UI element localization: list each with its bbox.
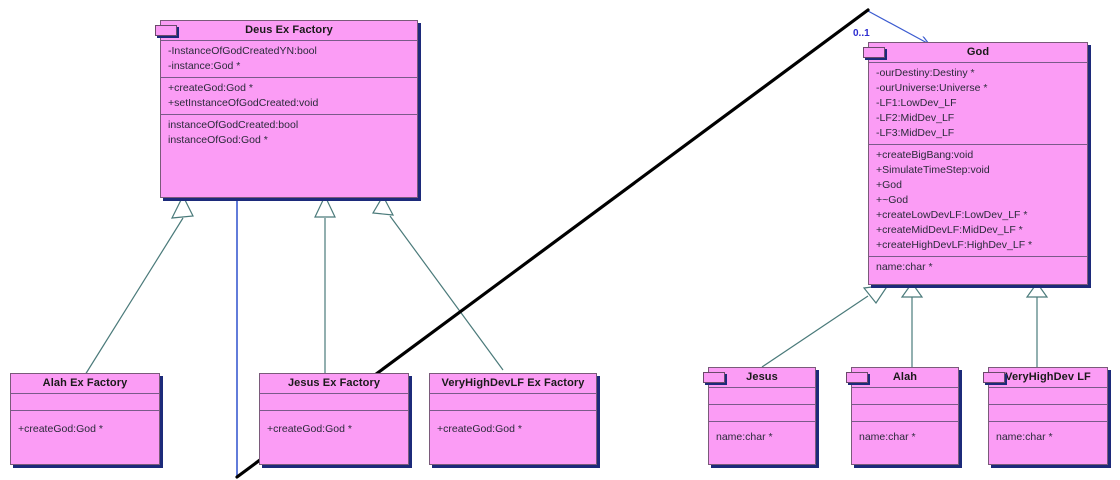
operations-compartment-veryhighdev-lf — [989, 405, 1107, 422]
operation-row: +setInstanceOfGodCreated:void — [168, 97, 319, 109]
extra-row: name:char * — [996, 431, 1053, 443]
class-tab-icon — [983, 372, 1005, 383]
extra-compartment-deus-ex-factory: instanceOfGodCreated:bool instanceOfGod:… — [161, 115, 417, 151]
attributes-compartment-jesus — [709, 388, 815, 405]
operation-row: +createBigBang:void — [876, 149, 974, 161]
class-box-veryhighdevlf-ex-factory[interactable]: VeryHighDevLF Ex Factory +createGod:God … — [429, 373, 597, 465]
attribute-row: -LF2:MidDev_LF — [876, 112, 955, 124]
attribute-row: -InstanceOfGodCreatedYN:bool — [168, 45, 317, 57]
attribute-row: -ourUniverse:Universe * — [876, 82, 988, 94]
operations-compartment-deus-ex-factory: +createGod:God * +setInstanceOfGodCreate… — [161, 78, 417, 115]
class-tab-icon — [155, 25, 177, 36]
class-title-veryhighdevlf-ex-factory: VeryHighDevLF Ex Factory — [430, 374, 596, 394]
operation-row: +SimulateTimeStep:void — [876, 164, 990, 176]
attributes-compartment-jesus-ex-factory — [260, 394, 408, 411]
extra-compartment-alah: name:char * — [852, 422, 958, 448]
class-tab-icon — [863, 47, 885, 58]
class-title-god: God — [869, 43, 1087, 63]
operations-compartment-god: +createBigBang:void +SimulateTimeStep:vo… — [869, 145, 1087, 257]
generalization-jesus — [761, 295, 869, 368]
class-box-veryhighdev-lf[interactable]: VeryHighDev LF name:char * — [983, 367, 1108, 465]
operations-compartment-veryhighdevlf-ex-factory: +createGod:God * — [430, 411, 596, 440]
class-box-jesus[interactable]: Jesus name:char * — [703, 367, 816, 465]
generalization-triangle-alah — [900, 281, 924, 298]
class-title-alah: Alah — [852, 368, 958, 388]
generalization-triangle-alahexfactory — [170, 194, 194, 219]
operation-row: +createLowDevLF:LowDev_LF * — [876, 209, 1028, 221]
operation-row: +createGod:God * — [267, 423, 352, 435]
operations-compartment-jesus — [709, 405, 815, 422]
class-title-jesus-ex-factory: Jesus Ex Factory — [260, 374, 408, 394]
operations-compartment-alah-ex-factory: +createGod:God * — [11, 411, 159, 440]
operation-row: +createMidDevLF:MidDev_LF * — [876, 224, 1023, 236]
generalization-group-right — [761, 281, 1049, 368]
attribute-row: -instance:God * — [168, 60, 241, 72]
class-box-jesus-ex-factory[interactable]: Jesus Ex Factory +createGod:God * — [259, 373, 409, 465]
class-box-god[interactable]: God -ourDestiny:Destiny * -ourUniverse:U… — [863, 42, 1088, 285]
class-tab-icon — [846, 372, 868, 383]
extra-compartment-god: name:char * — [869, 257, 1087, 278]
extra-row: instanceOfGod:God * — [168, 134, 268, 146]
generalization-triangle-jesusexfactory — [314, 194, 336, 218]
generalization-group-left — [84, 194, 504, 376]
operation-row: +createGod:God * — [18, 423, 103, 435]
attribute-row: -ourDestiny:Destiny * — [876, 67, 975, 79]
attributes-compartment-veryhighdev-lf — [989, 388, 1107, 405]
multiplicity-label-god: 0..1 — [853, 28, 870, 39]
extra-row: name:char * — [716, 431, 773, 443]
generalization-triangle-veryhighdevlfexfactory — [372, 194, 395, 216]
operations-compartment-alah — [852, 405, 958, 422]
operation-row: +createGod:God * — [168, 82, 253, 94]
class-box-alah-ex-factory[interactable]: Alah Ex Factory +createGod:God * — [10, 373, 160, 465]
generalization-veryhighdevlfexfactory — [389, 215, 504, 371]
class-box-deus-ex-factory[interactable]: Deus Ex Factory -InstanceOfGodCreatedYN:… — [155, 20, 418, 198]
operation-row: +createGod:God * — [437, 423, 522, 435]
attribute-row: -LF3:MidDev_LF — [876, 127, 955, 139]
operation-row: +createHighDevLF:HighDev_LF * — [876, 239, 1033, 251]
extra-row: name:char * — [859, 431, 916, 443]
class-title-deus-ex-factory: Deus Ex Factory — [161, 21, 417, 41]
attributes-compartment-alah-ex-factory — [11, 394, 159, 411]
extra-row: name:char * — [876, 261, 933, 273]
attribute-row: -LF1:LowDev_LF — [876, 97, 957, 109]
operations-compartment-jesus-ex-factory: +createGod:God * — [260, 411, 408, 440]
attributes-compartment-veryhighdevlf-ex-factory — [430, 394, 596, 411]
extra-compartment-veryhighdev-lf: name:char * — [989, 422, 1107, 448]
generalization-triangle-veryhighdevlf — [1025, 281, 1049, 298]
extra-compartment-jesus: name:char * — [709, 422, 815, 448]
operation-row: +God — [876, 179, 902, 191]
class-title-veryhighdev-lf: VeryHighDev LF — [989, 368, 1107, 388]
operation-row: +~God — [876, 194, 909, 206]
generalization-alahexfactory — [84, 217, 184, 376]
association-arrow-to-god — [867, 10, 929, 44]
extra-row: instanceOfGodCreated:bool — [168, 119, 299, 131]
attributes-compartment-deus-ex-factory: -InstanceOfGodCreatedYN:bool -instance:G… — [161, 41, 417, 78]
class-box-alah[interactable]: Alah name:char * — [846, 367, 959, 465]
attributes-compartment-alah — [852, 388, 958, 405]
class-tab-icon — [703, 372, 725, 383]
generalization-triangle-jesus — [862, 284, 890, 305]
attributes-compartment-god: -ourDestiny:Destiny * -ourUniverse:Unive… — [869, 63, 1087, 145]
class-title-alah-ex-factory: Alah Ex Factory — [11, 374, 159, 394]
